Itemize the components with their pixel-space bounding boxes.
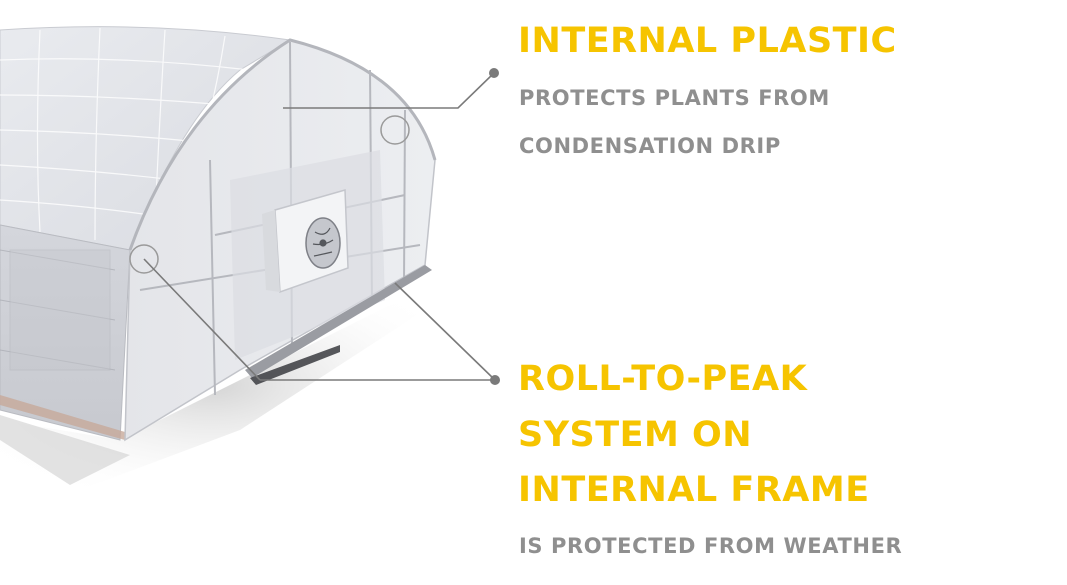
roll-to-peak-heading-line3: INTERNAL FRAME [518,470,870,510]
roll-to-peak-description: IS PROTECTED FROM WEATHER [519,534,903,558]
exhaust-fan [262,189,349,294]
roll-to-peak-heading-line1: ROLL-TO-PEAK [518,359,808,399]
roll-to-peak-heading-line2: SYSTEM ON [518,415,753,455]
greenhouse-roof [0,26,292,441]
leader-lines [143,72,496,381]
highlight-markers [129,115,410,274]
ground-shadow [0,280,470,490]
internal-plastic-description-line1: PROTECTS PLANTS FROM [519,86,830,110]
internal-plastic-description-line2: CONDENSATION DRIP [519,134,781,158]
internal-plastic-heading: INTERNAL PLASTIC [518,21,897,61]
leader-dots [489,68,500,385]
